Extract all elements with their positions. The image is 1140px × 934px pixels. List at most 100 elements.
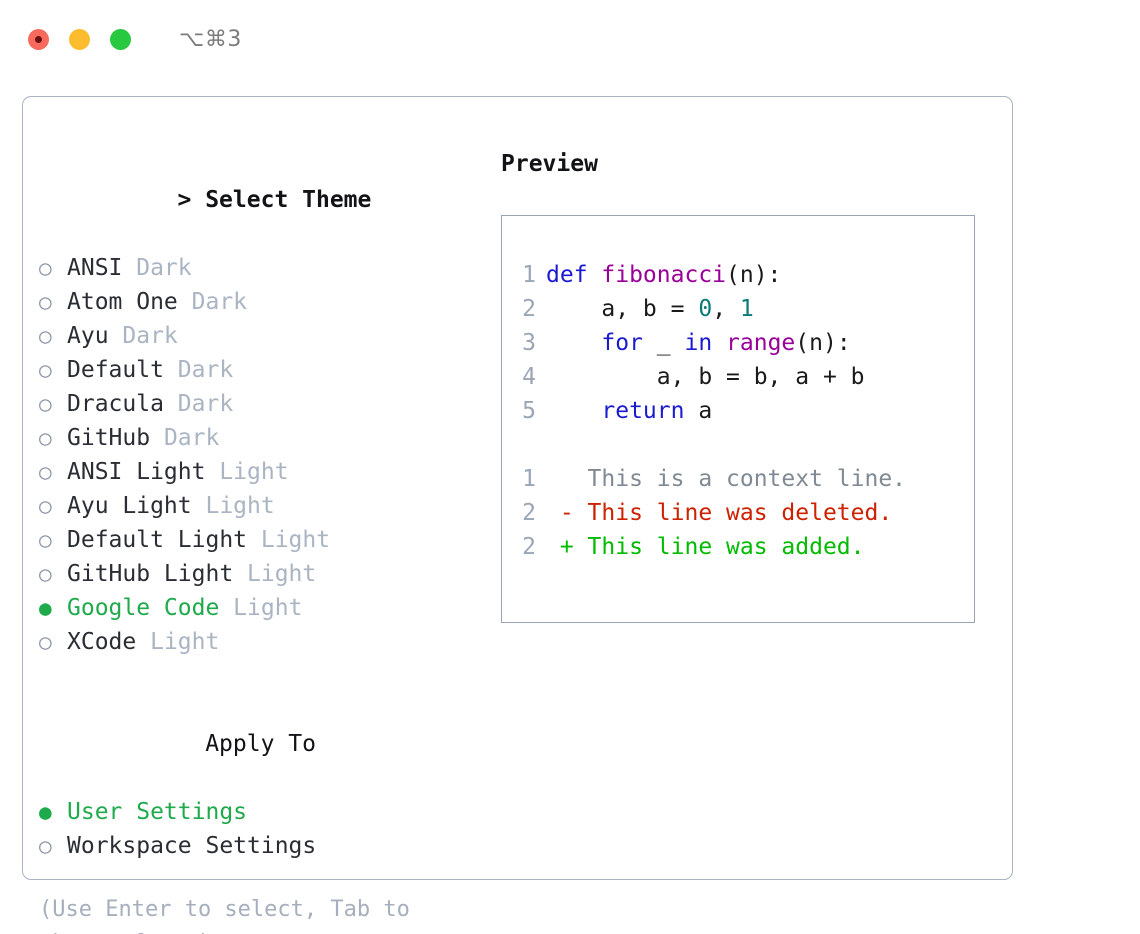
radio-unselected-icon: ○ [39, 460, 52, 484]
radio-unselected-icon: ○ [39, 426, 52, 450]
code-token [546, 398, 601, 424]
theme-option-7[interactable]: ○ Ayu Light Light [39, 489, 489, 523]
theme-option-1[interactable]: ○Atom One Dark [39, 285, 489, 319]
theme-option-tag: Dark [122, 255, 192, 281]
code-token: 1 [739, 296, 754, 322]
keyboard-hint-text: (Use Enter to select, Tab to change focu… [39, 897, 410, 934]
theme-option-4[interactable]: ○ Dracula Dark [39, 387, 489, 421]
theme-option-2[interactable]: ○ Ayu Dark [39, 319, 489, 353]
apply-option-0[interactable]: ● User Settings [39, 795, 489, 829]
code-token [546, 330, 601, 356]
theme-option-tag: Light [136, 629, 220, 655]
diff-line-text: + This line was added. [546, 534, 865, 560]
radio-unselected-icon: ○ [39, 324, 52, 348]
diff-line-ctx: 1 This is a context line. [514, 462, 970, 496]
theme-selection-column: > Select Theme ○ANSI Dark○Atom One Dark○… [39, 149, 489, 934]
theme-option-label: GitHub Light [67, 561, 234, 587]
radio-unselected-icon: ○ [39, 834, 52, 858]
list-spacer [39, 659, 489, 693]
code-token: def [546, 262, 602, 288]
theme-option-label: XCode [67, 629, 137, 655]
apply-to-heading: o Apply To [39, 693, 489, 795]
code-line-number: 4 [522, 364, 536, 390]
theme-option-8[interactable]: ○Default Light Light [39, 523, 489, 557]
apply-option-label: User Settings [67, 799, 248, 825]
theme-option-label: ANSI Light [67, 459, 206, 485]
code-token: (n): [795, 330, 851, 356]
code-token: in [684, 330, 727, 356]
theme-option-label: Google Code [67, 595, 220, 621]
theme-option-tag: Light [233, 561, 317, 587]
diff-line-number: 2 [522, 500, 536, 526]
diff-snippet: 1 This is a context line.2 - This line w… [514, 462, 970, 564]
theme-option-label: Default [67, 357, 164, 383]
apply-option-label: Workspace Settings [67, 833, 317, 859]
code-line-number: 5 [522, 398, 536, 424]
apply-to-title: Apply To [205, 731, 316, 757]
close-window-button[interactable] [28, 28, 49, 50]
theme-option-tag: Dark [163, 391, 234, 417]
theme-option-5[interactable]: ○GitHub Dark [39, 421, 489, 455]
theme-option-label: Ayu Light [67, 493, 192, 519]
code-token: a [698, 398, 713, 424]
theme-option-3[interactable]: ○Default Dark [39, 353, 489, 387]
diff-line-number: 1 [522, 466, 536, 492]
apply-to-list: ● User Settings ○ Workspace Settings [39, 795, 489, 863]
code-line: 4 a, b = b, a + b [514, 360, 970, 394]
radio-unselected-icon: ○ [39, 630, 52, 654]
radio-unselected-icon: ○ [39, 528, 52, 552]
code-line-number: 1 [522, 262, 536, 288]
theme-list: ○ANSI Dark○Atom One Dark○Ayu Dark○Defaul… [39, 251, 489, 659]
radio-selected-icon: ● [39, 800, 52, 824]
keyboard-shortcut-label: ⌥⌘3 [179, 26, 242, 52]
radio-unselected-icon: ○ [39, 358, 52, 382]
diff-line-del: 2 - This line was deleted. [514, 496, 970, 530]
code-token: return [601, 398, 699, 424]
maximize-window-button[interactable] [110, 28, 131, 50]
theme-option-6[interactable]: ○ ANSI Light Light [39, 455, 489, 489]
code-token: (n): [726, 262, 782, 288]
diff-line-number: 2 [522, 534, 536, 560]
theme-option-label: GitHub [67, 425, 151, 451]
theme-option-10[interactable]: ● Google Code Light [39, 591, 489, 625]
theme-option-9[interactable]: ○GitHub Light Light [39, 557, 489, 591]
radio-unselected-icon: ○ [39, 494, 52, 518]
theme-option-tag: Light [191, 493, 275, 519]
minimize-window-button[interactable] [69, 28, 90, 50]
code-line: 5 return a [514, 394, 970, 428]
radio-unselected-icon: ○ [39, 256, 52, 280]
theme-option-tag: Dark [108, 323, 178, 349]
code-token: , [712, 296, 740, 322]
apply-option-1[interactable]: ○ Workspace Settings [39, 829, 489, 863]
window-controls [28, 28, 131, 50]
diff-line-text: - This line was deleted. [546, 500, 893, 526]
radio-selected-icon: ● [39, 596, 52, 620]
content-panel: > Select Theme ○ANSI Dark○Atom One Dark○… [22, 96, 1013, 934]
preview-label: Preview [501, 151, 598, 177]
theme-option-0[interactable]: ○ANSI Dark [39, 251, 489, 285]
theme-option-11[interactable]: ○ XCode Light [39, 625, 489, 659]
code-token: for [601, 330, 657, 356]
title-bar: ⌥⌘3 [0, 0, 1140, 78]
select-theme-heading: > Select Theme [39, 149, 489, 251]
select-theme-title: Select Theme [205, 187, 372, 213]
theme-option-tag: Light [205, 459, 289, 485]
theme-option-tag: Light [219, 595, 303, 621]
code-line: 3 for _ in range(n): [514, 326, 970, 360]
theme-option-label: Ayu [67, 323, 109, 349]
theme-option-tag: Light [247, 527, 331, 553]
theme-option-label: Atom One [67, 289, 178, 315]
diff-line-text: This is a context line. [546, 466, 907, 492]
code-line-number: 3 [522, 330, 536, 356]
code-token: _ [656, 330, 685, 356]
code-token: a, b = b, a + b [546, 364, 865, 390]
radio-unselected-icon: ○ [39, 392, 52, 416]
code-token: range [726, 330, 796, 356]
code-line-number: 2 [522, 296, 536, 322]
theme-option-label: Dracula [67, 391, 164, 417]
